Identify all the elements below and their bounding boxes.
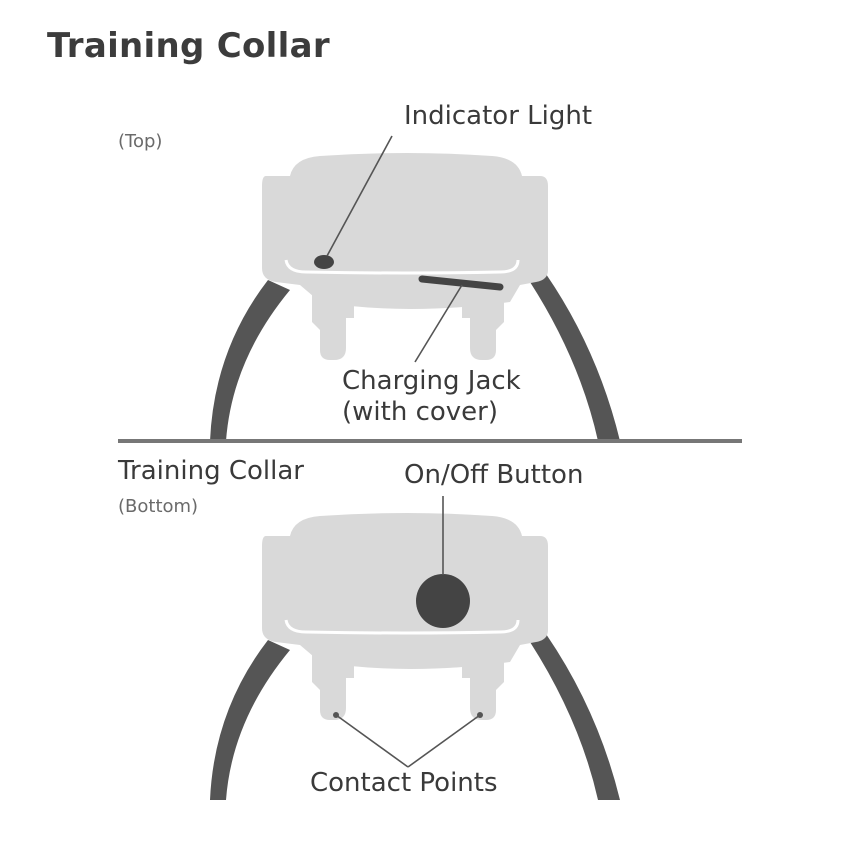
contact-point-left-leader <box>335 714 409 768</box>
charging-jack-icon <box>418 275 504 291</box>
bottom-collar-view <box>210 496 620 800</box>
top-left-prong-housing <box>312 290 354 360</box>
bottom-right-strap <box>530 634 620 800</box>
top-left-strap <box>210 280 290 441</box>
bottom-view-sublabel: (Bottom) <box>118 496 199 517</box>
bottom-right-prong-housing <box>462 650 504 720</box>
indicator-light-leader <box>326 135 393 257</box>
page-title: Training Collar <box>47 26 330 66</box>
bottom-left-prong-housing <box>312 650 354 720</box>
charging-jack-leader <box>414 284 463 363</box>
contact-points-label: Contact Points <box>310 768 498 798</box>
on-off-button-label: On/Off Button <box>404 460 584 490</box>
contact-point-right-leader <box>407 714 481 768</box>
on-off-button-icon <box>416 574 470 628</box>
bottom-left-strap <box>210 640 290 800</box>
top-collar-view <box>210 135 620 441</box>
charging-jack-cover-label: (with cover) <box>342 397 498 427</box>
bottom-body-groove <box>284 619 520 635</box>
bottom-underside-bridge <box>300 645 520 669</box>
bottom-section-label: Training Collar <box>118 456 304 486</box>
top-right-prong-housing <box>462 290 504 360</box>
charging-jack-label: Charging Jack <box>342 366 521 396</box>
top-right-strap <box>530 274 620 441</box>
indicator-light-label: Indicator Light <box>404 101 593 131</box>
top-collar-body <box>262 153 548 285</box>
bottom-collar-body <box>262 513 548 645</box>
top-underside-bridge <box>300 285 520 309</box>
indicator-light-icon <box>314 255 334 269</box>
top-body-groove <box>284 259 520 275</box>
top-view-sublabel: (Top) <box>118 131 163 152</box>
